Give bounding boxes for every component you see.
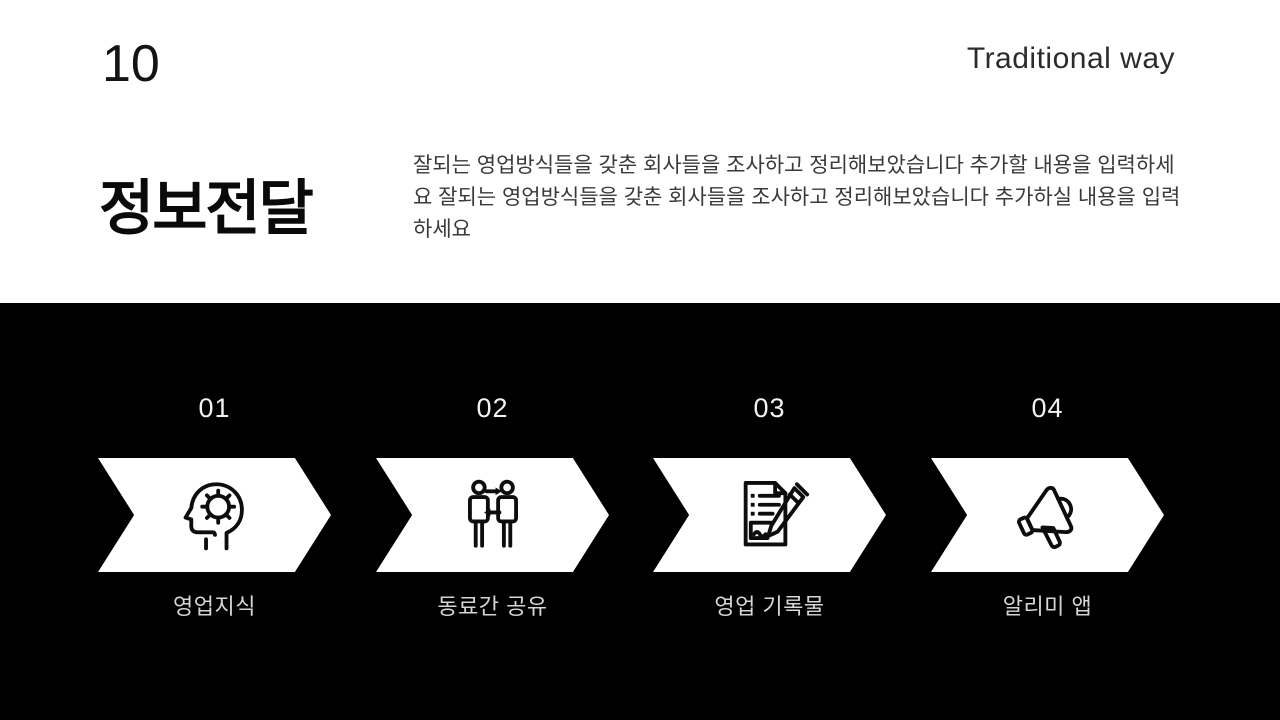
page-number: 10 bbox=[102, 35, 160, 93]
step-label: 알리미 앱 bbox=[1002, 594, 1093, 619]
process-step-2: 02 동료간 공유 bbox=[376, 303, 609, 720]
step-number: 03 bbox=[753, 393, 786, 423]
step-label: 영업지식 bbox=[173, 594, 256, 619]
slide-description: 잘되는 영업방식들을 갖춘 회사들을 조사하고 정리해보았습니다 추가할 내용을… bbox=[413, 154, 1181, 241]
process-band: 01 영업지식 02 bbox=[0, 303, 1280, 720]
chevron-shape bbox=[653, 458, 886, 572]
slide-title: 정보전달 bbox=[99, 175, 314, 242]
step-number: 04 bbox=[1031, 393, 1064, 423]
step-number: 02 bbox=[476, 393, 509, 423]
chevron-shape bbox=[376, 458, 609, 572]
process-step-1: 01 영업지식 bbox=[98, 303, 331, 720]
header-right-label: Traditional way bbox=[966, 42, 1175, 75]
chevron-shape bbox=[931, 458, 1164, 572]
process-step-3: 03 bbox=[653, 303, 886, 720]
step-label: 영업 기록물 bbox=[714, 594, 825, 619]
step-number: 01 bbox=[198, 393, 231, 423]
chevron-shape bbox=[98, 458, 331, 572]
step-label: 동료간 공유 bbox=[437, 594, 548, 619]
process-step-4: 04 알리미 앱 bbox=[931, 303, 1164, 720]
